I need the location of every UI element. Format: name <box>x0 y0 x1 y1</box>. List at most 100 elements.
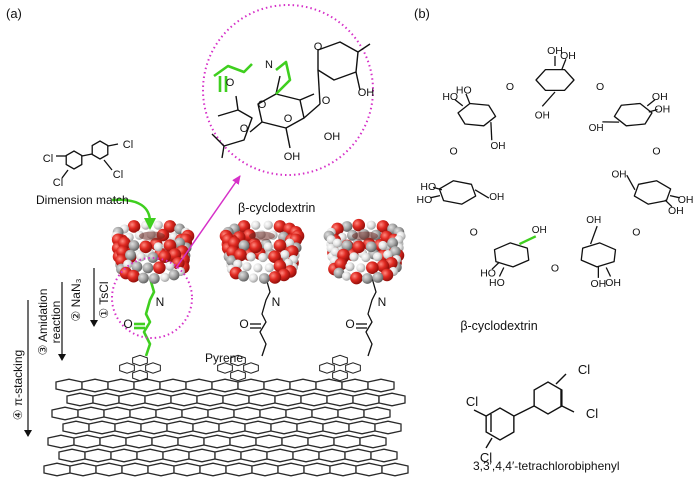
graphene-cell <box>207 406 235 421</box>
zoom-linker-ch2 <box>275 60 292 95</box>
atom-sphere <box>253 263 263 273</box>
graphene-cell <box>229 434 257 449</box>
atom-sphere <box>148 273 160 284</box>
hydroxyl-bond <box>669 194 680 199</box>
graphene-cell <box>307 434 335 449</box>
graphene-cell <box>151 434 179 449</box>
pyrene-ring <box>332 354 348 367</box>
atom-sphere <box>333 267 345 279</box>
pyrene-ring <box>230 354 246 367</box>
glycosidic-oxygen-label: O <box>596 81 604 93</box>
torus-cavity <box>139 231 165 241</box>
pyrene-ring <box>345 362 361 374</box>
ring-oxygen-bond <box>299 93 315 101</box>
ch-bond <box>221 145 225 159</box>
graphene-cell <box>55 378 83 393</box>
ch2oh-bond <box>589 225 598 245</box>
graphene-cell <box>51 406 79 421</box>
atom-sphere <box>372 272 384 283</box>
glycosidic-oxygen-label: O <box>450 146 458 158</box>
hydroxyl-label: HO <box>489 277 505 289</box>
atom-sphere <box>366 220 376 230</box>
graphene-cell <box>378 392 406 407</box>
cl-bond <box>107 143 119 147</box>
biphenyl-bond <box>81 153 93 157</box>
ch2oh-label: OH <box>532 225 547 236</box>
hydroxyl-label: HO <box>442 91 458 103</box>
chlorine-label: Cl <box>113 169 123 181</box>
hydroxyl-label: OH <box>655 103 671 115</box>
atom-sphere <box>242 262 252 272</box>
graphene-cell <box>303 462 331 477</box>
graphene-cell <box>344 448 372 463</box>
graphene-cell <box>233 406 261 421</box>
atom-sphere <box>263 242 273 252</box>
glucose-unit <box>457 102 497 127</box>
graphene-cell <box>341 378 369 393</box>
atom-sphere <box>376 220 390 233</box>
atom-sphere <box>366 261 379 275</box>
graphene-cell <box>326 392 354 407</box>
atom-sphere <box>341 271 352 281</box>
atom-sphere <box>263 220 273 230</box>
graphene-cell <box>266 448 294 463</box>
atom-sphere <box>365 241 377 253</box>
atom-sphere <box>341 240 353 251</box>
atom-sphere <box>345 262 355 272</box>
graphene-cell <box>144 392 172 407</box>
biphenyl-ring <box>485 407 515 441</box>
atom-sphere <box>131 261 143 273</box>
ch2oh-bond <box>518 235 537 246</box>
atom-sphere <box>233 259 243 269</box>
graphene-cell <box>77 406 105 421</box>
glycosidic-bond <box>317 69 321 105</box>
graphene-cell <box>270 420 298 435</box>
atom-sphere <box>153 242 163 252</box>
hydroxyl-label: OH <box>605 277 621 289</box>
dimension-match-label: Dimension match <box>36 193 129 207</box>
hydroxyl-label: OH <box>678 194 694 206</box>
graphene-cell <box>107 378 135 393</box>
graphene-cell <box>155 406 183 421</box>
hydroxyl-label: HO <box>420 181 436 193</box>
graphene-cell <box>329 462 357 477</box>
atom-sphere <box>349 252 359 262</box>
chlorine-label: Cl <box>466 394 478 409</box>
atom-sphere <box>246 252 256 262</box>
atom-sphere <box>334 257 348 271</box>
hydroxyl-bond <box>465 93 471 105</box>
hydroxyl-bond <box>605 267 612 277</box>
graphene-cell <box>255 434 283 449</box>
pyrene-ring <box>132 369 148 382</box>
graphene-cell <box>251 462 279 477</box>
atom-sphere <box>356 263 366 273</box>
graphene-cell <box>177 434 205 449</box>
pyrene-ring <box>217 362 233 374</box>
ch2oh-label: OH <box>612 169 627 180</box>
chlorine-label: Cl <box>53 177 63 189</box>
zoom-oxygen-label: O <box>284 113 293 125</box>
atom-sphere <box>138 272 149 284</box>
atom-sphere <box>258 252 268 263</box>
graphene-cell <box>285 406 313 421</box>
glycosidic-oxygen-label: O <box>652 146 660 158</box>
graphene-cell <box>318 448 346 463</box>
chlorine-label: Cl <box>43 153 53 165</box>
atom-sphere <box>136 252 146 262</box>
atom-sphere <box>168 269 180 281</box>
graphene-cell <box>363 406 391 421</box>
atom-sphere <box>139 240 153 254</box>
atom-sphere <box>383 250 393 260</box>
ch2oh-label: OH <box>589 123 604 134</box>
oh-bond <box>355 71 361 91</box>
zoom-source-circle <box>111 257 193 339</box>
amide-nitrogen-label: N <box>156 295 165 309</box>
graphene-cell <box>337 406 365 421</box>
graphene-cell <box>47 434 75 449</box>
zoom-oxygen-label: O <box>240 123 249 135</box>
hydroxyl-bond <box>646 99 656 107</box>
hydroxyl-bond <box>648 108 658 113</box>
graphene-cell <box>218 420 246 435</box>
